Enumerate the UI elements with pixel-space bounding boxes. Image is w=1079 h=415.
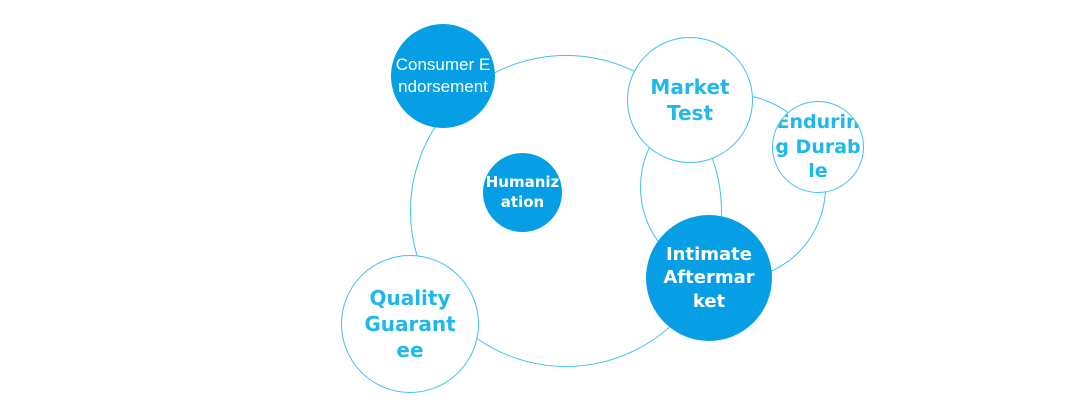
node-intimate-aftermarket: Intimate Aftermarket — [646, 215, 772, 341]
node-humanization: Humanization — [483, 153, 562, 232]
node-enduring-durable: Enduring Durable — [772, 101, 864, 193]
node-enduring-durable-label: Enduring Durable — [775, 110, 861, 183]
node-consumer-endorsement-label: Consumer Endorsement — [395, 54, 491, 96]
node-quality-guarantee: Quality Guarantee — [341, 255, 479, 393]
node-market-test: Market Test — [627, 37, 753, 163]
node-intimate-aftermarket-label: Intimate Aftermarket — [663, 243, 755, 312]
node-consumer-endorsement: Consumer Endorsement — [391, 24, 495, 128]
node-humanization-label: Humanization — [485, 173, 560, 211]
node-market-test-label: Market Test — [650, 75, 730, 125]
node-quality-guarantee-label: Quality Guarantee — [364, 286, 456, 362]
